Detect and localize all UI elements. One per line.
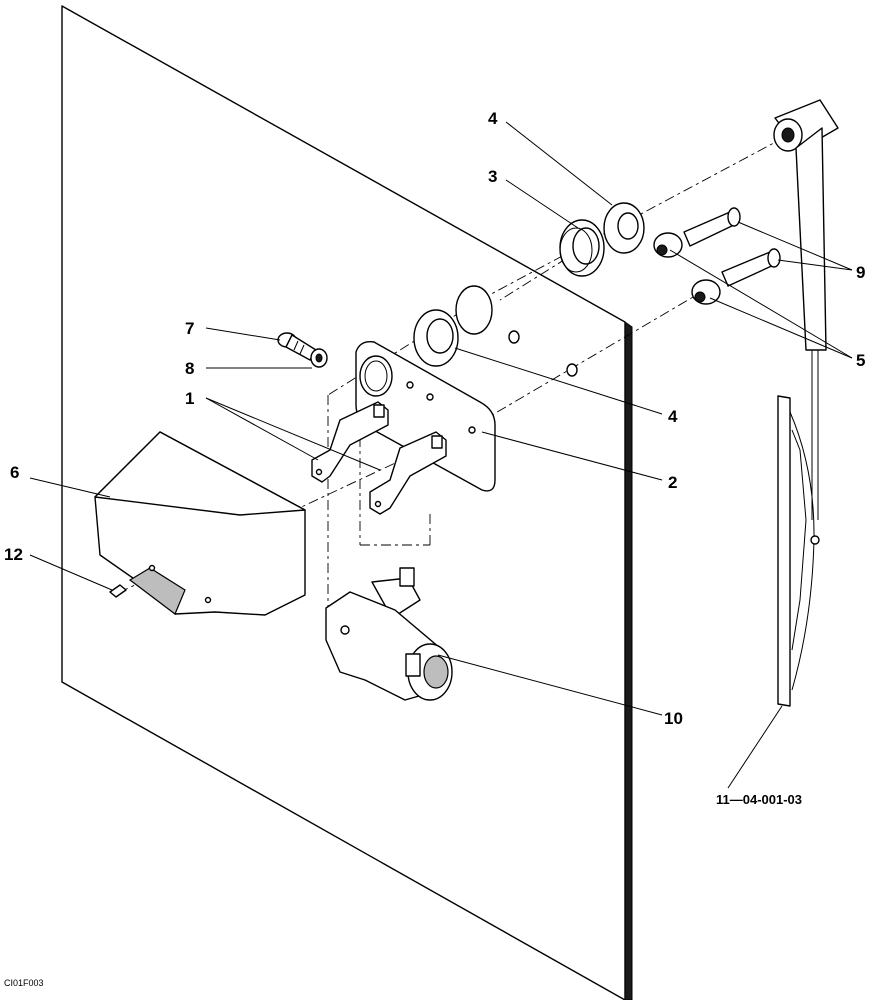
callout-6: 6: [10, 463, 19, 482]
spacer-part-5-lower: [691, 279, 721, 305]
mounting-panel: [61, 5, 633, 1000]
grommet-part-3: [559, 219, 605, 277]
reference-number: 11—04-001-03: [716, 792, 802, 807]
panel-holes: [508, 330, 578, 377]
image-code: CI01F003: [4, 978, 44, 988]
bolt-part-7: [277, 332, 317, 361]
washer-part-8: [310, 348, 328, 368]
bracket-part-1-lower: [369, 431, 447, 515]
bolt-part-9-lower: [721, 248, 781, 287]
callout-1: 1: [185, 389, 194, 408]
washer-part-4-top: [603, 202, 645, 254]
callout-3: 3: [488, 167, 497, 186]
callout-12: 12: [4, 545, 23, 564]
callout-labels: 4 3 7 8 1 6 12 4 2 9 5 10: [4, 109, 865, 728]
callout-8: 8: [185, 359, 194, 378]
callout-2: 2: [668, 473, 677, 492]
callout-10: 10: [664, 709, 683, 728]
bracket-part-1-upper: [311, 401, 389, 483]
callout-5: 5: [856, 351, 865, 370]
screw-part-12: [109, 584, 127, 598]
wiper-arm: [773, 99, 839, 520]
callout-7: 7: [185, 319, 194, 338]
callout-9: 9: [856, 263, 865, 282]
wiper-motor-part-10: [325, 567, 453, 701]
callout-4-middle: 4: [668, 407, 678, 426]
leader-lines: [29, 121, 853, 789]
spacer-part-5-upper: [653, 232, 683, 258]
seal-part-4-middle: [413, 285, 493, 367]
callout-4-top: 4: [488, 109, 498, 128]
mounting-plate-part-2: [355, 341, 496, 492]
motor-cover-part-6: [94, 431, 306, 616]
wiper-blade: [777, 395, 820, 707]
bolt-part-9-upper: [683, 207, 741, 247]
